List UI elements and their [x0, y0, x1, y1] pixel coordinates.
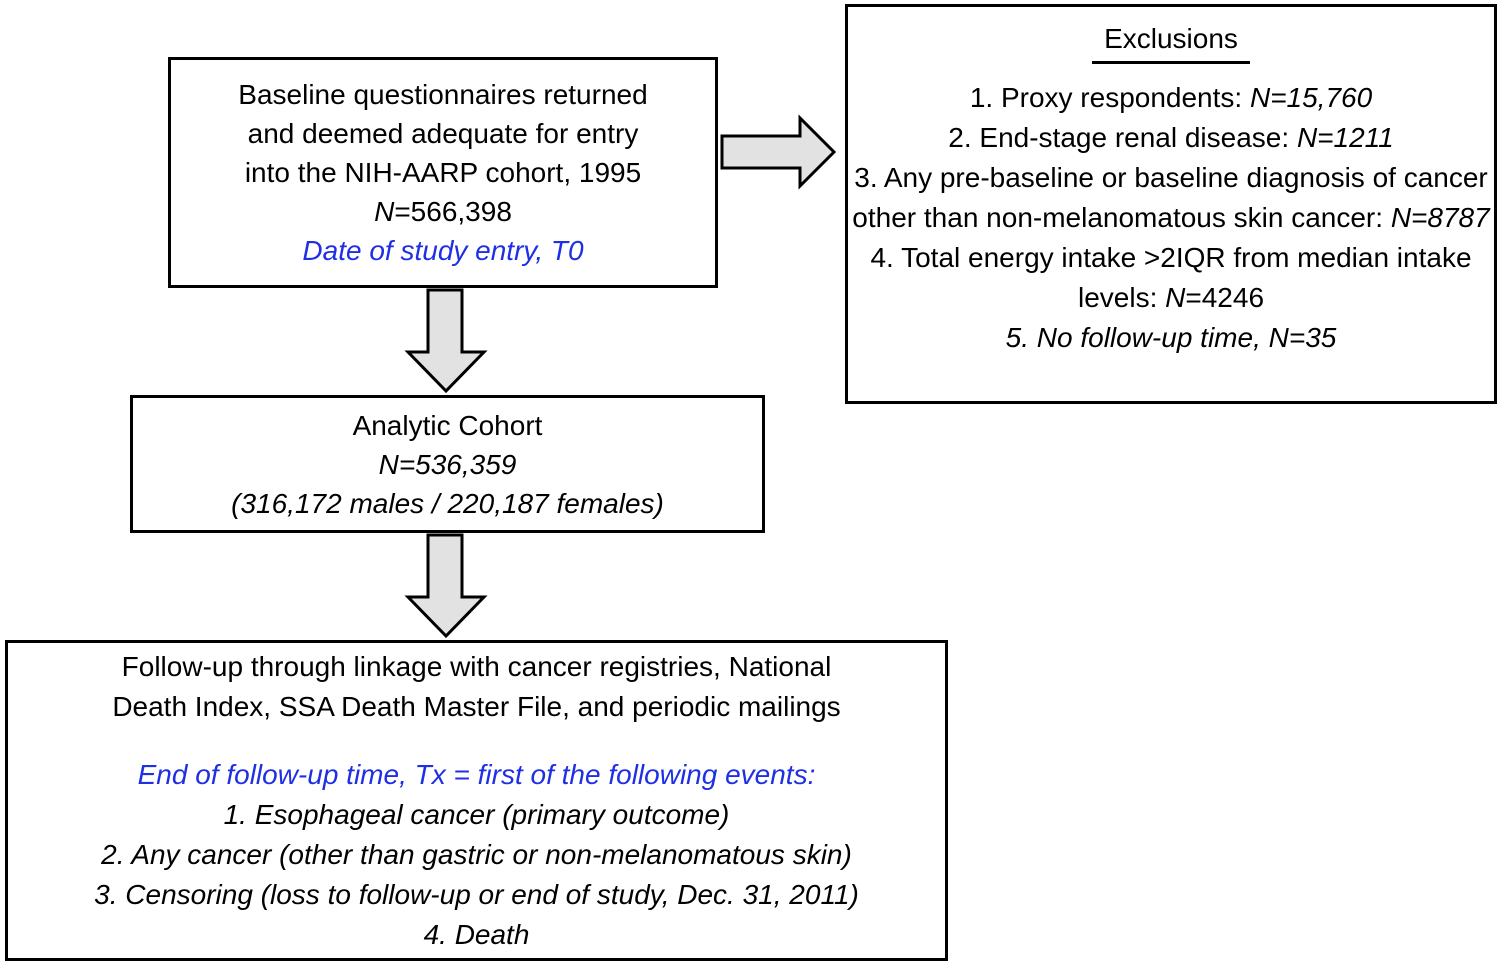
baseline-line-3: into the NIH-AARP cohort, 1995 [244, 157, 642, 188]
arrow-down-icon [404, 533, 488, 639]
followup-line-2: Death Index, SSA Death Master File, and … [112, 690, 841, 722]
exclusion-item-2: 2. End-stage renal disease: N=1211 [948, 122, 1394, 153]
baseline-line-2: and deemed adequate for entry [247, 118, 639, 149]
arrow-right-icon [720, 114, 837, 190]
exclusions-title: Exclusions [1092, 19, 1250, 64]
exclusions-box: Exclusions 1. Proxy respondents: N=15,76… [845, 4, 1497, 404]
baseline-n-symbol: N [374, 196, 395, 227]
followup-event-3: 3. Censoring (loss to follow-up or end o… [94, 878, 859, 910]
analytic-n-count: N=536,359 [378, 448, 517, 480]
analytic-cohort-box: Analytic Cohort N=536,359 (316,172 males… [130, 395, 765, 533]
exclusion-item-3: 3. Any pre-baseline or baseline diagnosi… [852, 162, 1490, 233]
followup-event-1: 1. Esophageal cancer (primary outcome) [223, 798, 730, 830]
baseline-line-1: Baseline questionnaires returned [238, 79, 648, 110]
followup-box: Follow-up through linkage with cancer re… [5, 640, 948, 961]
followup-event-2: 2. Any cancer (other than gastric or non… [101, 838, 852, 870]
study-entry-note: Date of study entry, T0 [302, 235, 584, 266]
followup-event-4: 4. Death [423, 918, 530, 950]
baseline-n-value: =566,398 [394, 196, 512, 227]
baseline-cohort-box: Baseline questionnaires returned and dee… [168, 57, 718, 288]
end-of-followup-note: End of follow-up time, Tx = first of the… [137, 758, 816, 790]
analytic-title: Analytic Cohort [352, 409, 543, 441]
followup-line-1: Follow-up through linkage with cancer re… [121, 650, 832, 682]
exclusion-item-4: 4. Total energy intake >2IQR from median… [870, 242, 1472, 313]
exclusion-item-1: 1. Proxy respondents: N=15,760 [969, 82, 1373, 113]
exclusion-item-5: 5. No follow-up time, N=35 [1005, 322, 1337, 353]
baseline-n-count: N=566,398 [171, 192, 715, 231]
arrow-down-icon [404, 288, 488, 394]
analytic-sex-split: (316,172 males / 220,187 females) [231, 487, 664, 519]
